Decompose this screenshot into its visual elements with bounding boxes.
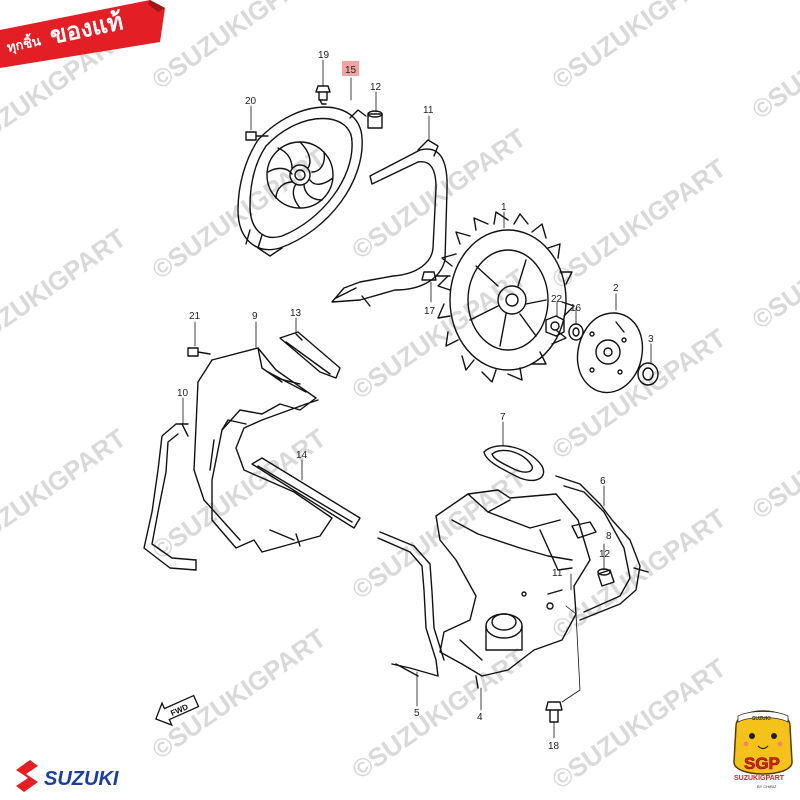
watermark-text: ©SUZUKIGPART bbox=[146, 143, 331, 285]
seal-strip-10-part bbox=[143, 423, 197, 571]
watermark-text: ©SUZUKIGPART bbox=[146, 0, 331, 95]
callout-19: 19 bbox=[318, 50, 330, 61]
shroud-band-part bbox=[331, 139, 448, 307]
watermark-text: ©SUZUKIGPART bbox=[146, 623, 331, 765]
highlight-box-15 bbox=[342, 61, 359, 76]
callout-17: 17 bbox=[424, 306, 436, 317]
mascot-head-text: SUZUKI bbox=[752, 716, 771, 722]
suzuki-logo-text: SUZUKI bbox=[44, 768, 119, 790]
callout-2: 2 bbox=[613, 283, 619, 294]
fan-cover-part bbox=[237, 106, 367, 257]
watermark-text: ©SUZUKIGPART bbox=[346, 643, 531, 785]
gasket-7-part bbox=[483, 445, 545, 482]
callout-11: 11 bbox=[423, 105, 434, 116]
mascot-sub-text: SUZUKIGPART bbox=[734, 775, 785, 782]
callout-11b: 11 bbox=[552, 568, 563, 579]
callout-15: 15 bbox=[345, 65, 357, 76]
screw-21-part bbox=[187, 347, 211, 357]
plate-2-part bbox=[576, 312, 644, 394]
callout-8: 8 bbox=[606, 531, 612, 542]
watermark-text: ©SUZUKIGPART bbox=[546, 653, 731, 795]
mascot-headband bbox=[737, 711, 789, 723]
housing-4-part bbox=[435, 489, 591, 689]
watermark-text: ©SUZUKIGPART bbox=[346, 263, 531, 405]
seal-strip-5-part bbox=[377, 531, 445, 677]
leader-lines bbox=[182, 59, 652, 739]
mascot-badge-text: SGP bbox=[744, 754, 780, 773]
watermark-text: ©SUZUKIGPART bbox=[546, 0, 731, 95]
watermark-text: ©SUZUKIGPART bbox=[746, 193, 800, 335]
watermark-text: ©SUZUKIGPART bbox=[0, 223, 131, 365]
banner-ribbon bbox=[148, 0, 165, 12]
shroud-panel-9-part bbox=[193, 347, 333, 553]
callout-22: 22 bbox=[551, 294, 563, 305]
callout-12b: 12 bbox=[599, 549, 611, 560]
strip-13-part bbox=[279, 331, 341, 379]
spacer-12-part bbox=[367, 110, 383, 129]
watermark-text: ©SUZUKIGPART bbox=[546, 323, 731, 465]
genuine-banner: ทุกชิ้น ของแท้ bbox=[0, 0, 165, 68]
watermark-text: ©SUZUKIGPART bbox=[746, 0, 800, 125]
callout-5: 5 bbox=[414, 708, 420, 719]
fwd-arrow-shape bbox=[155, 694, 200, 727]
callout-10: 10 bbox=[177, 388, 189, 399]
callout-21: 21 bbox=[189, 311, 201, 322]
mascot-eye-right bbox=[771, 733, 777, 739]
bolt-19-part bbox=[315, 85, 331, 105]
cooling-fan-part bbox=[437, 211, 575, 383]
callout-9: 9 bbox=[252, 311, 258, 322]
strip-14-part bbox=[251, 457, 361, 529]
watermark-text: ©SUZUKIGPART bbox=[0, 423, 131, 565]
callout-14: 14 bbox=[296, 450, 308, 461]
block-8-part bbox=[571, 521, 597, 539]
mascot-cheek-left bbox=[743, 741, 749, 747]
sgp-mascot: SUZUKI SGP SUZUKIGPART BY CHIBIZ bbox=[733, 710, 793, 789]
seal-strip-6-part bbox=[555, 475, 649, 621]
bolt-18-part bbox=[545, 701, 563, 723]
screw-20-part bbox=[245, 131, 269, 141]
mascot-eye-left bbox=[749, 733, 755, 739]
callout-3: 3 bbox=[648, 334, 654, 345]
mascot-tiny-text: BY CHIBIZ bbox=[757, 784, 777, 789]
callout-labels: 19 15 12 20 11 1 17 22 16 2 3 21 9 13 10… bbox=[177, 50, 654, 752]
callout-16: 16 bbox=[570, 303, 582, 314]
nut-22-part bbox=[545, 315, 565, 337]
callout-4: 4 bbox=[477, 712, 483, 723]
callout-13: 13 bbox=[290, 308, 302, 319]
callout-1: 1 bbox=[501, 202, 507, 213]
watermark-text: ©SUZUKIGPART bbox=[546, 153, 731, 295]
callout-18: 18 bbox=[548, 741, 560, 752]
watermark-text: ©SUZUKIGPART bbox=[746, 383, 800, 525]
callout-6: 6 bbox=[600, 476, 606, 487]
watermark-text: ©SUZUKIGPART bbox=[346, 123, 531, 265]
callout-20: 20 bbox=[245, 96, 257, 107]
mascot-cheek-right bbox=[777, 741, 783, 747]
callout-12a: 12 bbox=[370, 82, 382, 93]
bolt-17-part bbox=[421, 271, 451, 281]
mascot-mouth bbox=[757, 745, 769, 750]
ring-3-part bbox=[637, 362, 659, 386]
suzuki-logo: SUZUKI bbox=[16, 760, 119, 792]
banner-shape bbox=[0, 0, 165, 68]
callout-7: 7 bbox=[500, 412, 506, 423]
suzuki-s-emblem-icon bbox=[16, 760, 38, 792]
